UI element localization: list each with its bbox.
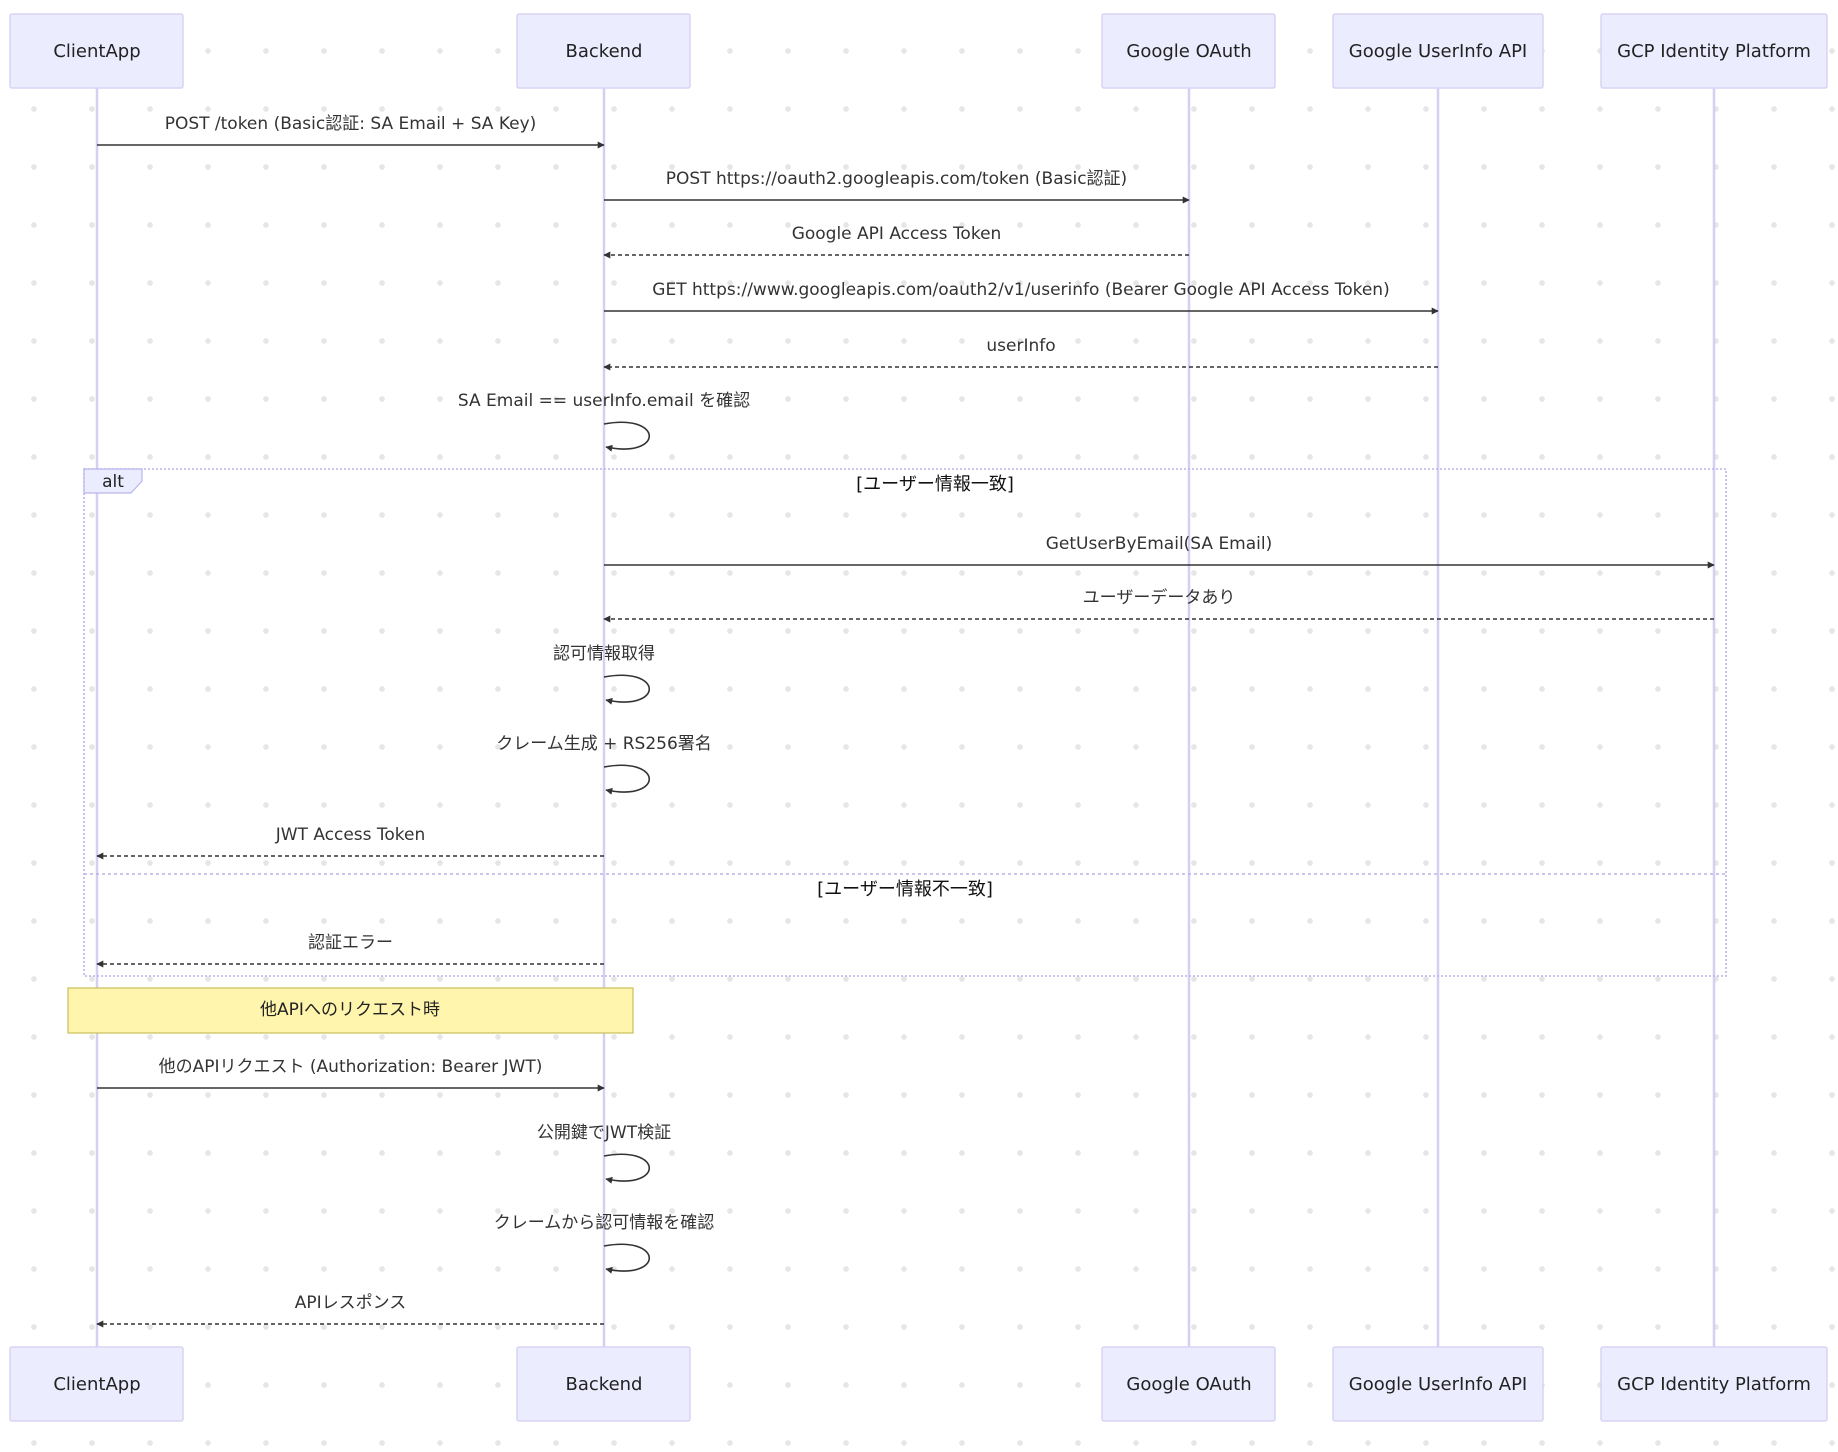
message-label: クレームから認可情報を確認 [494,1213,715,1233]
message: APIレスポンス [96,1293,604,1328]
actor-label: GCP Identity Platform [1617,41,1811,62]
actor-gcp-bottom: GCP Identity Platform [1600,1346,1828,1422]
self-message-arrow [603,421,650,452]
message-label: 他のAPIリクエスト (Authorization: Bearer JWT) [159,1057,543,1077]
actor-box [516,1346,691,1422]
message: 認証エラー [96,933,604,968]
message: クレーム生成 + RS256署名 [496,734,712,795]
message: 認可情報取得 [553,644,655,705]
alt-frame: alt [ユーザー情報一致] [ユーザー情報不一致] [83,468,1727,977]
message-label: GET https://www.googleapis.com/oauth2/v1… [652,280,1389,300]
message: userInfo [603,336,1438,371]
actor-label: Google OAuth [1126,41,1251,62]
messages: POST /token (Basic認証: SA Email + SA Key)… [96,114,1715,1328]
alt-condition-mismatch: [ユーザー情報不一致] [817,879,993,900]
message: POST /token (Basic認証: SA Email + SA Key) [97,114,605,149]
actor-userinfo-top: Google UserInfo API [1332,13,1544,89]
actor-oauth-top: Google OAuth [1101,13,1276,89]
alt-frame-border [83,468,1727,977]
actor-box [1600,13,1828,89]
message: Google API Access Token [603,224,1189,259]
message: クレームから認可情報を確認 [494,1213,715,1274]
message: JWT Access Token [96,825,604,860]
actor-box [9,1346,184,1422]
alt-frame-tab [83,468,143,494]
message-label: userInfo [986,336,1055,356]
message: 他のAPIリクエスト (Authorization: Bearer JWT) [97,1057,605,1092]
message: GET https://www.googleapis.com/oauth2/v1… [604,280,1439,315]
actor-label: Google UserInfo API [1349,41,1528,62]
note-text: 他APIへのリクエスト時 [260,1000,440,1020]
actor-oauth-bottom: Google OAuth [1101,1346,1276,1422]
actor-box [1332,1346,1544,1422]
message-label: JWT Access Token [275,825,426,845]
actor-box [1600,1346,1828,1422]
actor-label: Google UserInfo API [1349,1374,1528,1395]
actor-userinfo-bottom: Google UserInfo API [1332,1346,1544,1422]
message: GetUserByEmail(SA Email) [604,534,1715,569]
actors-bottom: ClientApp Backend Google OAuth Google Us… [9,1346,1828,1422]
actor-box [1101,1346,1276,1422]
message-label: SA Email == userInfo.email を確認 [458,391,750,411]
actor-label: Google OAuth [1126,1374,1251,1395]
message-label: 認可情報取得 [553,644,655,664]
self-message-arrow [603,1153,650,1184]
self-message-arrow [603,674,650,705]
actors-top: ClientApp Backend Google OAuth Google Us… [9,13,1828,89]
actor-backend-top: Backend [516,13,691,89]
message-label: 公開鍵でJWT検証 [537,1123,671,1143]
note-box [67,987,634,1034]
self-message-arrow [603,764,650,795]
alt-keyword: alt [102,472,124,492]
message-label: Google API Access Token [792,224,1002,244]
actor-label: GCP Identity Platform [1617,1374,1811,1395]
message-label: POST https://oauth2.googleapis.com/token… [666,169,1127,189]
actor-label: Backend [566,1374,643,1395]
message: SA Email == userInfo.email を確認 [458,391,750,452]
actor-label: Backend [566,41,643,62]
actor-label: ClientApp [53,41,140,62]
actor-backend-bottom: Backend [516,1346,691,1422]
message: POST https://oauth2.googleapis.com/token… [604,169,1190,204]
message-label: APIレスポンス [295,1293,407,1313]
actor-gcp-top: GCP Identity Platform [1600,13,1828,89]
message: 公開鍵でJWT検証 [537,1123,671,1184]
note: 他APIへのリクエスト時 [67,987,634,1034]
actor-client-bottom: ClientApp [9,1346,184,1422]
actor-label: ClientApp [53,1374,140,1395]
lifelines [95,88,1716,1347]
actor-box [1332,13,1544,89]
alt-condition-match: [ユーザー情報一致] [856,474,1014,495]
message-label: クレーム生成 + RS256署名 [496,734,712,754]
actor-box [1101,13,1276,89]
self-message-arrow [603,1243,650,1274]
message-label: GetUserByEmail(SA Email) [1046,534,1273,554]
actor-box [9,13,184,89]
message-label: 認証エラー [308,933,393,953]
message-label: ユーザーデータあり [1083,587,1236,608]
message-label: POST /token (Basic認証: SA Email + SA Key) [165,114,537,134]
message: ユーザーデータあり [603,587,1714,623]
actor-box [516,13,691,89]
actor-client-top: ClientApp [9,13,184,89]
